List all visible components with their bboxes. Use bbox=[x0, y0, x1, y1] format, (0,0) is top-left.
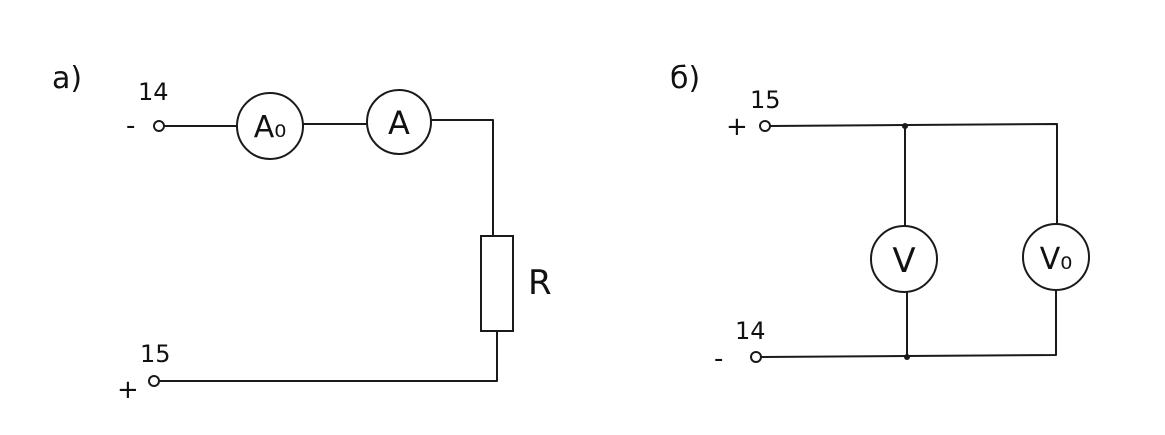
voltmeter-v0-label: V₀ bbox=[1040, 242, 1073, 277]
diagram-a-bottom-terminal-sign: + bbox=[117, 375, 139, 405]
diagram-a-top-terminal bbox=[153, 120, 165, 132]
diagram-b-node-top bbox=[902, 123, 908, 129]
diagram-a-top-terminal-sign: - bbox=[126, 111, 135, 141]
diagram-b: б) 15 + V V₀ 14 - bbox=[670, 61, 1090, 374]
diagram-b-node-bottom bbox=[904, 354, 910, 360]
diagram-b-bottom-terminal-sign: - bbox=[714, 344, 723, 374]
voltmeter-v-label: V bbox=[892, 241, 915, 281]
ammeter-a-label: A bbox=[388, 104, 410, 142]
voltmeter-v0 bbox=[1022, 223, 1090, 291]
diagram-b-top-terminal-sign: + bbox=[726, 112, 748, 142]
diagram-a-wire-4 bbox=[158, 330, 498, 382]
diagram-a-bottom-terminal-number: 15 bbox=[140, 340, 171, 368]
diagram-a: a) 14 - A₀ A R 15 + bbox=[52, 61, 552, 405]
diagram-a-bottom-terminal bbox=[148, 375, 160, 387]
diagram-a-top-terminal-number: 14 bbox=[138, 78, 169, 106]
diagram-b-top-terminal-number: 15 bbox=[750, 86, 781, 114]
diagram-b-top-terminal bbox=[759, 120, 771, 132]
resistor-r-label: R bbox=[528, 263, 552, 303]
diagram-b-bottom-terminal-number: 14 bbox=[735, 317, 766, 345]
diagram-b-wire-top bbox=[769, 123, 1058, 225]
diagram-b-label: б) bbox=[670, 61, 700, 96]
ammeter-a0-label: A₀ bbox=[254, 110, 287, 145]
voltmeter-v bbox=[870, 225, 938, 293]
diagram-b-wire-bottom bbox=[759, 289, 1057, 358]
diagram-a-label: a) bbox=[52, 61, 82, 96]
diagram-b-bottom-terminal bbox=[750, 351, 762, 363]
diagram-a-wire-3 bbox=[431, 119, 494, 237]
resistor-r bbox=[480, 235, 514, 332]
ammeter-a bbox=[366, 89, 432, 155]
ammeter-a0 bbox=[236, 92, 304, 160]
